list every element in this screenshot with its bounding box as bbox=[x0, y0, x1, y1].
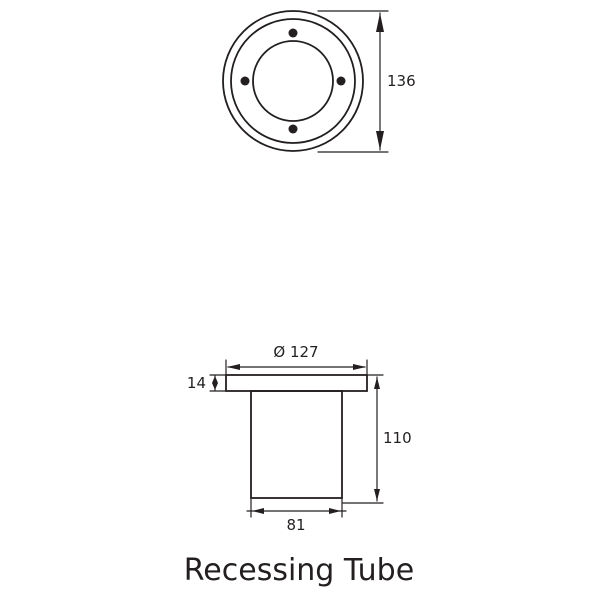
arrow-down-small-icon bbox=[212, 383, 218, 390]
tube-opening bbox=[252, 40, 334, 122]
screw-hole-right bbox=[336, 76, 346, 86]
arrow-left-icon bbox=[227, 364, 240, 370]
flange bbox=[225, 374, 368, 392]
top-view: 136 bbox=[222, 10, 416, 153]
tube-width-label: 81 bbox=[286, 516, 305, 534]
outer-ring bbox=[222, 10, 364, 152]
screw-hole-bottom bbox=[288, 124, 298, 134]
arrow-left-width-icon bbox=[252, 508, 264, 514]
arrow-right-icon bbox=[353, 364, 366, 370]
screw-hole-left bbox=[240, 76, 250, 86]
flange-ring bbox=[230, 18, 356, 144]
flange-thickness-label: 14 bbox=[187, 374, 206, 392]
side-view: Ø 127 14 110 81 bbox=[187, 343, 412, 534]
arrow-down-height-icon bbox=[374, 489, 380, 501]
drawing-caption: Recessing Tube bbox=[184, 553, 414, 588]
flange-diameter-label: Ø 127 bbox=[273, 343, 318, 361]
arrow-down-icon bbox=[376, 131, 384, 150]
screw-hole-top bbox=[288, 28, 298, 38]
top-height-label: 136 bbox=[387, 72, 416, 90]
total-height-label: 110 bbox=[383, 429, 412, 447]
arrow-up-height-icon bbox=[374, 377, 380, 389]
arrow-up-small-icon bbox=[212, 376, 218, 383]
tube-body bbox=[250, 390, 343, 499]
arrow-up-icon bbox=[376, 13, 384, 32]
arrow-right-width-icon bbox=[329, 508, 341, 514]
